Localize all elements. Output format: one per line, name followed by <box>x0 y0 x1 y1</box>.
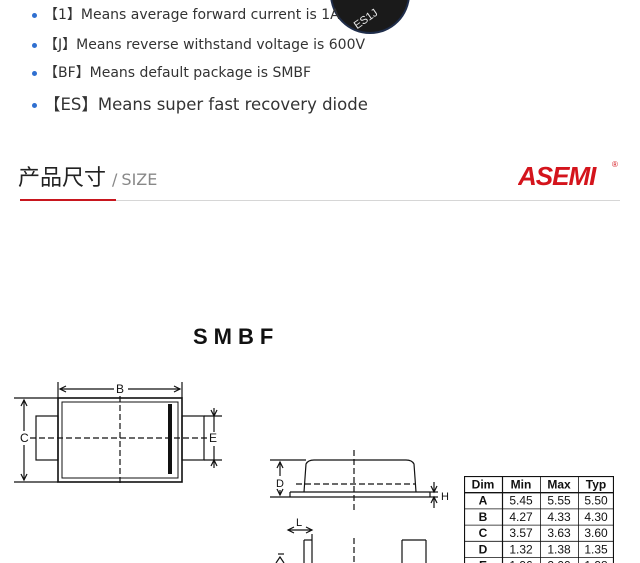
list-item: 【ES】Means super fast recovery diode <box>32 91 368 115</box>
table-cell: D <box>479 542 488 556</box>
table-cell: 4.27 <box>509 510 533 524</box>
list-item: 【1】Means average forward current is 1A <box>32 4 340 24</box>
table-cell: C <box>479 526 488 540</box>
table-cell: 2.00 <box>547 559 571 563</box>
table-header-cell: Typ <box>586 478 606 492</box>
table-cell: 5.45 <box>509 494 533 508</box>
section-divider <box>20 200 620 201</box>
table-cell: 4.30 <box>584 510 608 524</box>
table-cell: 5.50 <box>584 494 608 508</box>
bullet-dot <box>32 70 37 76</box>
section-title-en: SIZE <box>121 170 158 189</box>
registered-mark: ® <box>612 160 618 169</box>
table-header-cell: Max <box>547 478 571 492</box>
table-cell: 5.55 <box>547 494 571 508</box>
table-cell: 3.57 <box>509 526 533 540</box>
side-view-drawing: D H L <box>270 450 449 563</box>
chip-image: ES1J <box>330 0 410 34</box>
table-cell: 1.35 <box>584 542 608 556</box>
table-cell: A <box>479 494 488 508</box>
bullet-dot <box>32 42 37 48</box>
section-title-cn: 产品尺寸 <box>18 166 107 191</box>
dim-label-h: H <box>441 491 449 503</box>
bullet-dot <box>32 12 37 18</box>
top-view-drawing: B C E <box>14 382 222 484</box>
table-cell: E <box>479 559 487 563</box>
package-name: SMBF <box>193 324 280 349</box>
bullet-dot <box>32 103 37 108</box>
table-cell: 1.38 <box>547 542 571 556</box>
table-cell: 4.33 <box>547 510 571 524</box>
brand-name: ASEMI <box>518 161 597 190</box>
dim-label-b: B <box>116 382 124 396</box>
table-header-cell: Dim <box>472 478 495 492</box>
table-header-cell: Min <box>511 478 532 492</box>
dim-label-d: D <box>276 478 284 490</box>
table-cell: 1.98 <box>584 559 608 563</box>
table-cell: 1.32 <box>509 542 533 556</box>
asemi-logo: ASEMI ® <box>518 160 618 190</box>
table-cell: B <box>479 510 488 524</box>
cathode-band <box>168 404 172 474</box>
table-cell: 1.96 <box>509 559 533 563</box>
section-header: 产品尺寸 /SIZE <box>18 160 157 192</box>
dim-label-l: L <box>296 517 302 529</box>
list-item: 【BF】Means default package is SMBF <box>32 62 311 82</box>
table-cell: 3.63 <box>547 526 571 540</box>
package-profile <box>303 459 417 493</box>
dim-label-c: C <box>20 431 29 445</box>
section-divider-accent <box>20 199 116 201</box>
list-item: 【J】Means reverse withstand voltage is 60… <box>32 34 365 54</box>
dim-label-e: E <box>209 431 217 445</box>
table-cell: 3.60 <box>584 526 608 540</box>
section-title-separator: / <box>112 170 118 189</box>
